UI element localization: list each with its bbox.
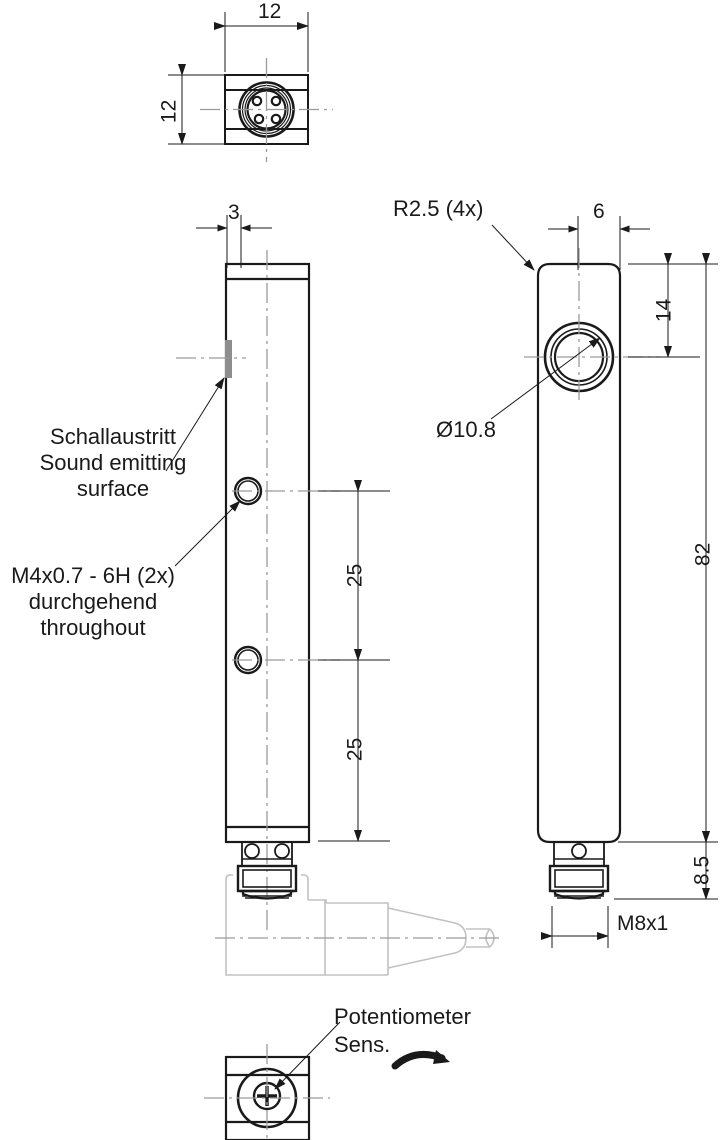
side-view-body	[536, 262, 622, 844]
dim-side-thread	[541, 906, 609, 948]
sound-emitting-surface-strip	[225, 340, 232, 378]
callout-potentiometer-line2: Sens.	[334, 1031, 391, 1057]
leader-potentiometer	[274, 1021, 341, 1090]
leader-transducer-dia	[490, 337, 601, 420]
callout-thread-line2: durchgehend	[28, 588, 158, 614]
callout-sound-emitting-line1: Schallaustritt	[50, 424, 176, 449]
dim-front-edge	[196, 215, 272, 268]
front-view-m8-plug	[236, 842, 298, 900]
dim-label-front-lower-spacing: 25	[343, 737, 367, 762]
dim-top-width	[214, 12, 309, 72]
dimension-lines-layer	[165, 12, 718, 1140]
dim-label-side-transducer-height: 14	[652, 298, 676, 323]
front-view-centerlines	[176, 250, 340, 935]
dim-top-height	[168, 64, 228, 145]
dim-label-top-height: 12	[157, 99, 181, 124]
dim-label-front-upper-spacing: 25	[343, 563, 367, 588]
bottom-view-centerlines	[204, 1044, 330, 1140]
callout-sound-emitting: Schallaustritt Sound emitting surface	[28, 424, 198, 502]
dim-label-side-offset: 6	[593, 200, 605, 223]
dim-label-top-width: 12	[258, 0, 282, 23]
dim-label-side-body-length: 82	[691, 542, 715, 567]
leader-thread	[174, 500, 241, 567]
dim-side-offset	[548, 216, 650, 270]
callout-sound-emitting-line3: surface	[76, 475, 150, 501]
dim-front-spacing	[318, 480, 390, 842]
callout-corner-radius: R2.5 (4x)	[393, 196, 484, 221]
top-view-centerlines	[200, 58, 333, 162]
dim-label-side-connector-length: 8.5	[690, 855, 714, 885]
callout-thread-line3: throughout	[40, 614, 146, 640]
callout-sound-emitting-line2: Sound emitting	[39, 449, 187, 475]
callout-thread: M4x0.7 - 6H (2x) durchgehend throughout	[4, 563, 182, 641]
callout-thread-line1: M4x0.7 - 6H (2x)	[11, 563, 175, 588]
dim-label-front-edge: 3	[228, 201, 240, 224]
phantom-cable-assembly	[225, 874, 495, 976]
callout-transducer-dia: Ø10.8	[436, 417, 496, 442]
leader-sound-emitting	[165, 377, 225, 472]
callout-potentiometer: Potentiometer Sens.	[334, 1004, 471, 1058]
dim-side-connector-length	[614, 831, 718, 900]
leader-corner-radius	[491, 224, 535, 271]
side-view-m8-plug	[548, 842, 610, 900]
dim-label-side-thread: M8x1	[617, 912, 669, 935]
callout-potentiometer-line1: Potentiometer	[334, 1004, 471, 1029]
sens-arc-arrow	[391, 1050, 450, 1070]
